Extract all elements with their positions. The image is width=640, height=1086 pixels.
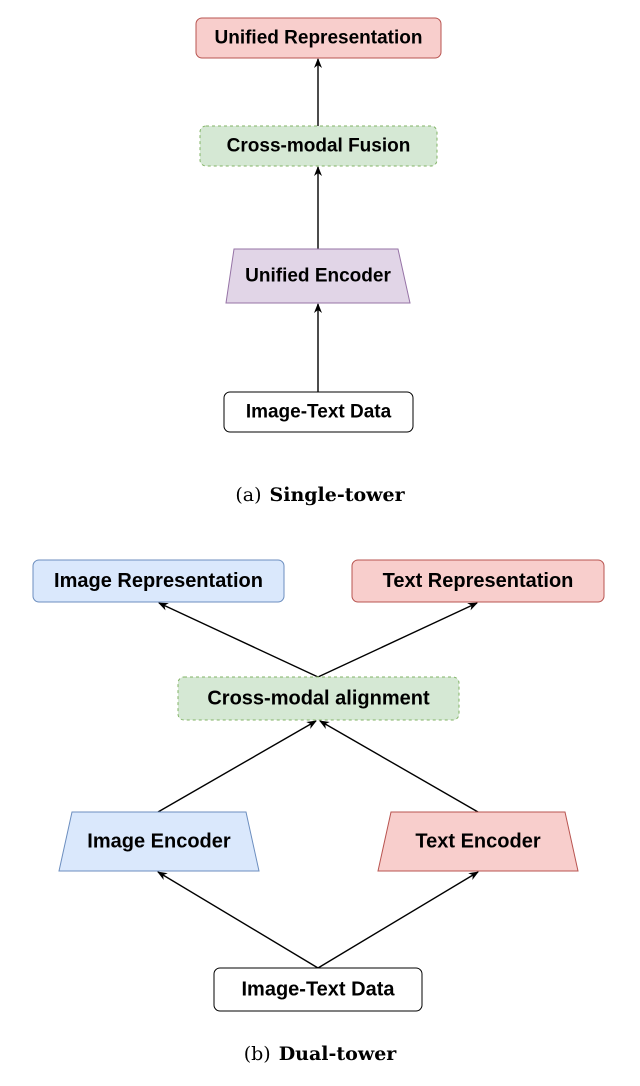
unified-representation-label: Unified Representation bbox=[215, 28, 423, 49]
dual-input-data-label: Image-Text Data bbox=[241, 979, 395, 1001]
text-encoder-node: Text Encoder bbox=[377, 811, 579, 872]
cross-modal-fusion-label: Cross-modal Fusion bbox=[227, 136, 411, 157]
arrow-text-encoder-to-alignment bbox=[319, 720, 479, 813]
arrow-alignment-to-text-representation bbox=[317, 602, 478, 678]
image-encoder-node: Image Encoder bbox=[58, 811, 260, 872]
unified-representation-node: Unified Representation bbox=[195, 17, 442, 59]
text-encoder-label: Text Encoder bbox=[415, 831, 540, 853]
image-encoder-label: Image Encoder bbox=[87, 831, 231, 853]
image-representation-node: Image Representation bbox=[32, 559, 285, 603]
image-representation-label: Image Representation bbox=[54, 570, 263, 592]
caption-single-tower-letter: (a) bbox=[235, 484, 262, 506]
cross-modal-alignment-node: Cross-modal alignment bbox=[177, 676, 460, 721]
cross-modal-fusion-node: Cross-modal Fusion bbox=[199, 125, 438, 167]
caption-dual-tower-letter: (b) bbox=[243, 1043, 271, 1065]
arrow-image-encoder-to-alignment bbox=[157, 720, 317, 813]
arrow-data-to-text-encoder bbox=[317, 871, 479, 969]
caption-dual-tower-title: Dual-tower bbox=[278, 1043, 397, 1065]
single-input-data-node: Image-Text Data bbox=[223, 391, 414, 433]
dual-tower-diagram: Image Representation Text Representation… bbox=[32, 559, 605, 1012]
arrow-alignment-to-image-representation bbox=[158, 602, 319, 678]
caption-dual-tower: (b) Dual-tower bbox=[0, 1043, 640, 1065]
unified-encoder-label: Unified Encoder bbox=[245, 266, 391, 287]
cross-modal-alignment-label: Cross-modal alignment bbox=[207, 688, 430, 710]
text-representation-node: Text Representation bbox=[351, 559, 605, 603]
dual-input-data-node: Image-Text Data bbox=[213, 967, 423, 1012]
text-representation-label: Text Representation bbox=[383, 570, 574, 592]
caption-single-tower-title: Single-tower bbox=[269, 484, 405, 506]
single-tower-diagram: Unified Representation Cross-modal Fusio… bbox=[195, 17, 442, 433]
unified-encoder-node: Unified Encoder bbox=[225, 248, 411, 304]
arrow-data-to-image-encoder bbox=[157, 871, 319, 969]
caption-single-tower: (a) Single-tower bbox=[0, 484, 640, 506]
single-input-data-label: Image-Text Data bbox=[246, 402, 392, 423]
